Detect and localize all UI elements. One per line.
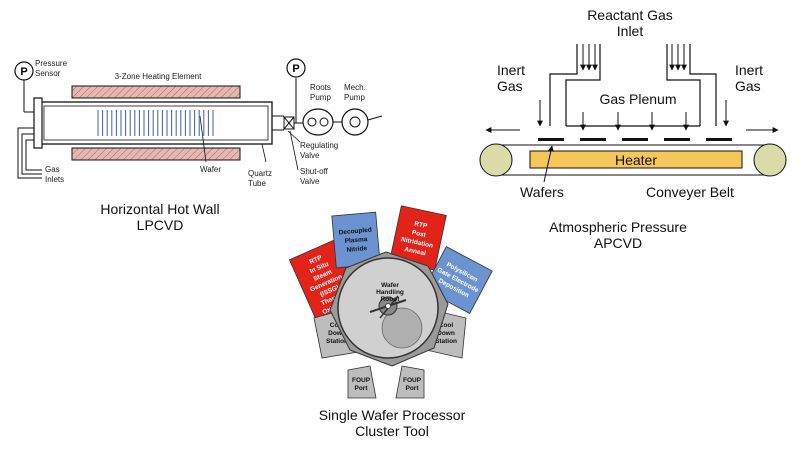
inert-gas-right-label-2: Gas: [735, 78, 761, 94]
chamber-label-line: Plasma: [344, 236, 368, 245]
heating-element-bottom: [71, 147, 241, 161]
cluster-caption: Single Wafer Processor: [319, 407, 466, 423]
chamber-label-line: Nitride: [346, 245, 368, 254]
wafer-handling-robot: [369, 295, 423, 349]
inert-gas-left-label-2: Gas: [497, 78, 523, 94]
pressure-sensor-label: Pressure: [35, 59, 68, 68]
conveyor-belt: [479, 143, 787, 177]
chamber-label-line: Station: [326, 338, 348, 345]
mech-pump: [333, 108, 383, 136]
chamber-label-line: Decoupled: [338, 227, 372, 237]
gauge-symbol: P: [20, 66, 27, 78]
lpcvd-diagram: P Pressure Sensor 3-Zone Heating Element: [14, 58, 383, 233]
chamber-label-line: Down: [328, 330, 346, 337]
lpcvd-caption-2: LPCVD: [137, 217, 184, 233]
shutoff-valve-label-2: Valve: [300, 177, 320, 186]
inert-gas-right-label: Inert: [735, 62, 763, 78]
chamber-label-line: RTP: [308, 254, 323, 266]
gas-inlets-label: Gas: [45, 165, 60, 174]
wafer-label: Wafer: [200, 165, 221, 174]
chamber-label-line: Cool: [330, 322, 345, 329]
reactant-gas-label: Reactant Gas: [587, 7, 673, 23]
regulating-valve-label-2: Valve: [300, 151, 320, 160]
inert-gas-left-label: Inert: [497, 62, 525, 78]
heating-element-top: [71, 85, 241, 99]
gas-plenum-label: Gas Plenum: [599, 91, 676, 107]
chamber-label-line: Anneal: [404, 246, 427, 257]
mech-pump-label: Mech.: [344, 83, 366, 92]
gas-inlets-label-2: Inlets: [45, 175, 64, 184]
inert-gas-arrows: [485, 100, 779, 133]
apcvd-caption: Atmospheric Pressure: [549, 219, 687, 235]
chamber-label-line: Down: [437, 330, 455, 337]
chamber-label-line: FOUP: [352, 377, 371, 384]
chamber-label-line: Post: [411, 229, 427, 239]
belt-roller-left: [479, 143, 513, 177]
roots-pump: [294, 108, 334, 136]
quartz-tube-label-2: Tube: [248, 179, 266, 188]
gas-plenum: [549, 44, 717, 127]
chamber-label-line: Station: [435, 338, 457, 345]
wafer-stack: [97, 110, 214, 136]
lpcvd-caption: Horizontal Hot Wall: [100, 201, 219, 217]
heater-block: [529, 150, 743, 169]
conveyer-belt-label: Conveyer Belt: [646, 184, 734, 200]
quartz-tube: [33, 97, 284, 149]
roots-pump-label: Roots: [310, 83, 331, 92]
reactant-inlet-arrows: [580, 44, 687, 71]
pump-gauge-symbol: P: [292, 63, 299, 75]
apcvd-diagram: Reactant Gas Inlet Gas Plenum Inert Gas …: [479, 7, 787, 251]
regulating-valve-label: Regulating: [300, 141, 338, 150]
robot-label-2: Handling: [376, 289, 404, 296]
robot-label-3: Robot: [381, 296, 401, 303]
gas-inlet-lines: [17, 127, 42, 179]
roots-pump-label-2: Pump: [310, 93, 331, 102]
pump-pressure-gauge: [286, 58, 306, 78]
shutoff-valve-label: Shut-off: [300, 167, 329, 176]
wafers-label: Wafers: [520, 184, 564, 200]
mech-pump-label-2: Pump: [344, 93, 365, 102]
chamber-label-line: Port: [355, 385, 369, 392]
heater-label: Heater: [615, 152, 657, 168]
wafer-strips: [538, 138, 732, 141]
pressure-sensor-label-2: Sensor: [35, 69, 61, 78]
robot-label: Wafer: [381, 282, 399, 289]
chamber-label-line: Port: [406, 385, 420, 392]
chamber-label-line: RTP: [414, 221, 429, 231]
reactant-gas-label-2: Inlet: [617, 23, 644, 39]
regulating-valve: [283, 116, 295, 130]
chamber-label-line: Cool: [439, 322, 454, 329]
apcvd-caption-2: APCVD: [594, 235, 642, 251]
belt-roller-right: [753, 143, 787, 177]
cluster-caption-2: Cluster Tool: [355, 423, 429, 439]
heating-element-label: 3-Zone Heating Element: [115, 72, 202, 81]
quartz-tube-label: Quartz: [248, 169, 272, 178]
chamber-label-line: FOUP: [403, 377, 422, 384]
